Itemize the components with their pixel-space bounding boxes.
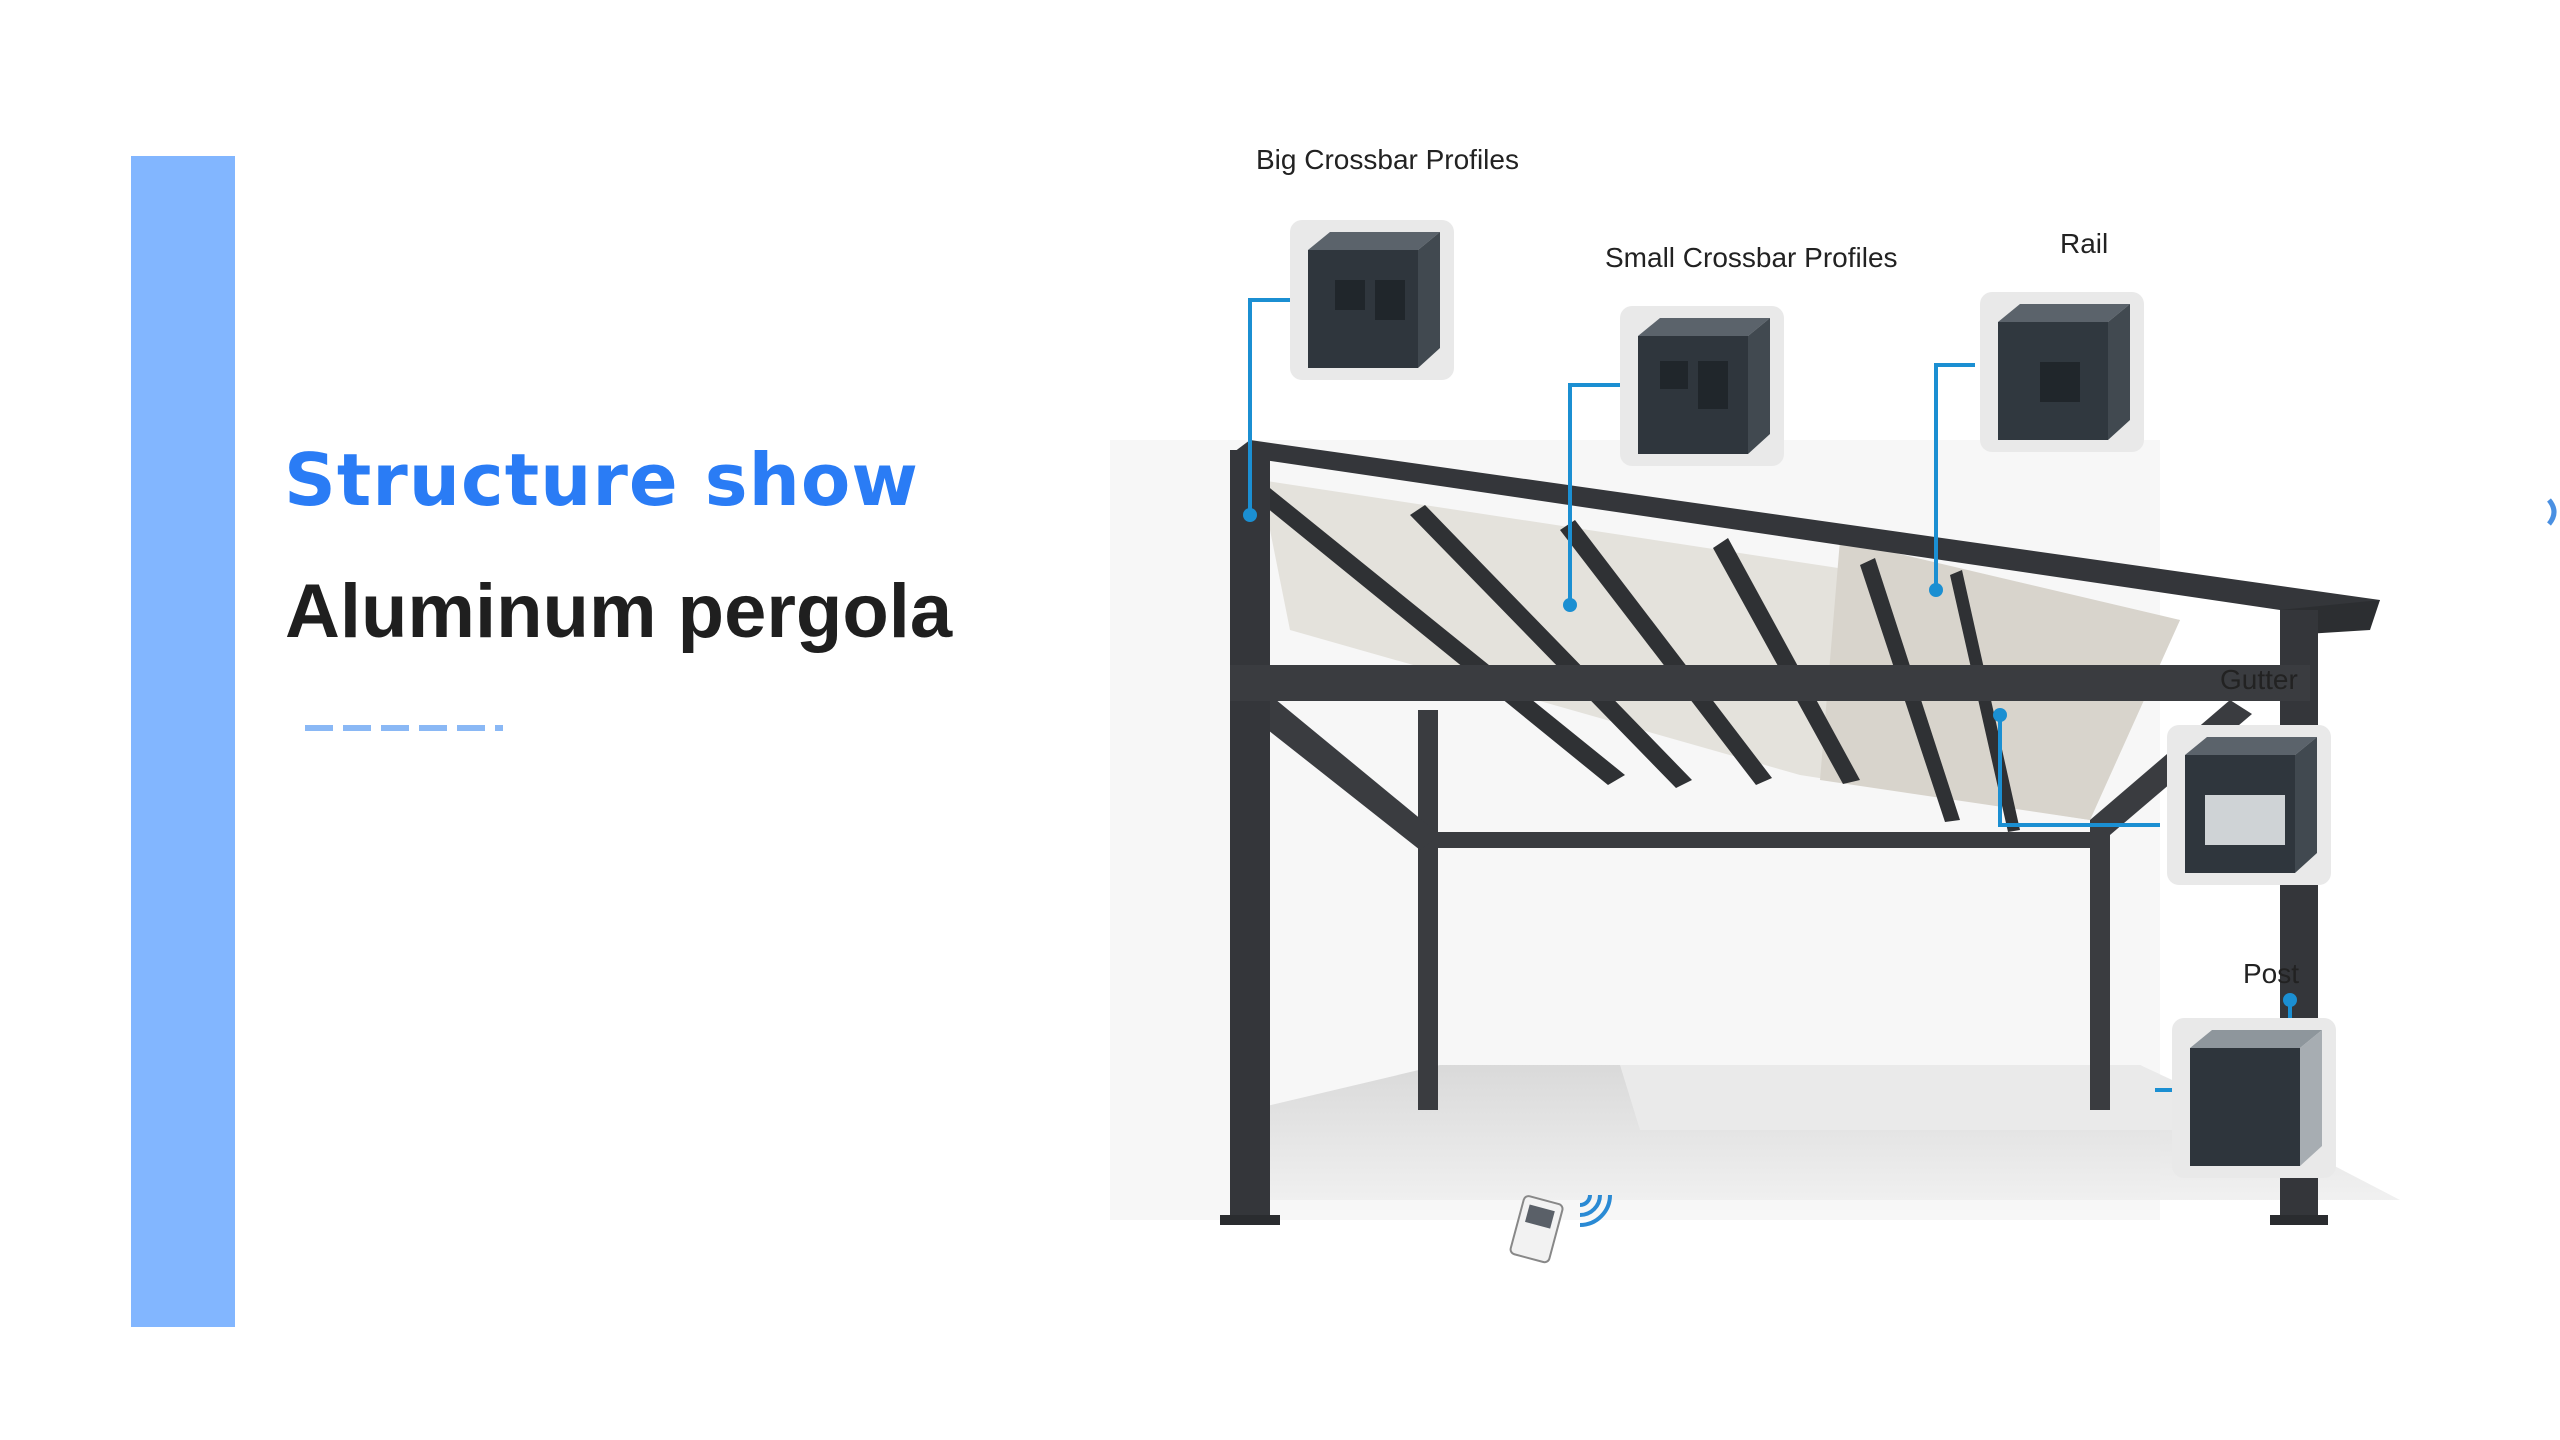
label-big-crossbar: Big Crossbar Profiles xyxy=(1256,144,1519,175)
slide-subtitle: Aluminum pergola xyxy=(285,569,953,654)
edge-marker xyxy=(2547,498,2557,526)
rail-profile-image xyxy=(1980,292,2144,452)
post-profile-image xyxy=(2172,1018,2336,1178)
gutter-profile-image xyxy=(2167,725,2331,885)
big-crossbar-profile-image xyxy=(1290,220,1454,380)
label-small-crossbar: Small Crossbar Profiles xyxy=(1605,242,1898,273)
accent-bar xyxy=(131,156,235,1327)
remote-control-icon xyxy=(1509,1195,1564,1264)
wireless-signal-icon xyxy=(1579,1194,1612,1227)
small-crossbar-profile-image xyxy=(1620,306,1784,466)
slide-title: Structure show xyxy=(284,438,919,522)
label-rail: Rail xyxy=(2060,228,2109,259)
pergola-diagram: Big Crossbar Profiles Small Crossbar Pro… xyxy=(1080,120,2480,1270)
label-post: Post xyxy=(2243,958,2300,989)
label-gutter: Gutter xyxy=(2220,664,2298,695)
dash-divider xyxy=(305,725,505,731)
